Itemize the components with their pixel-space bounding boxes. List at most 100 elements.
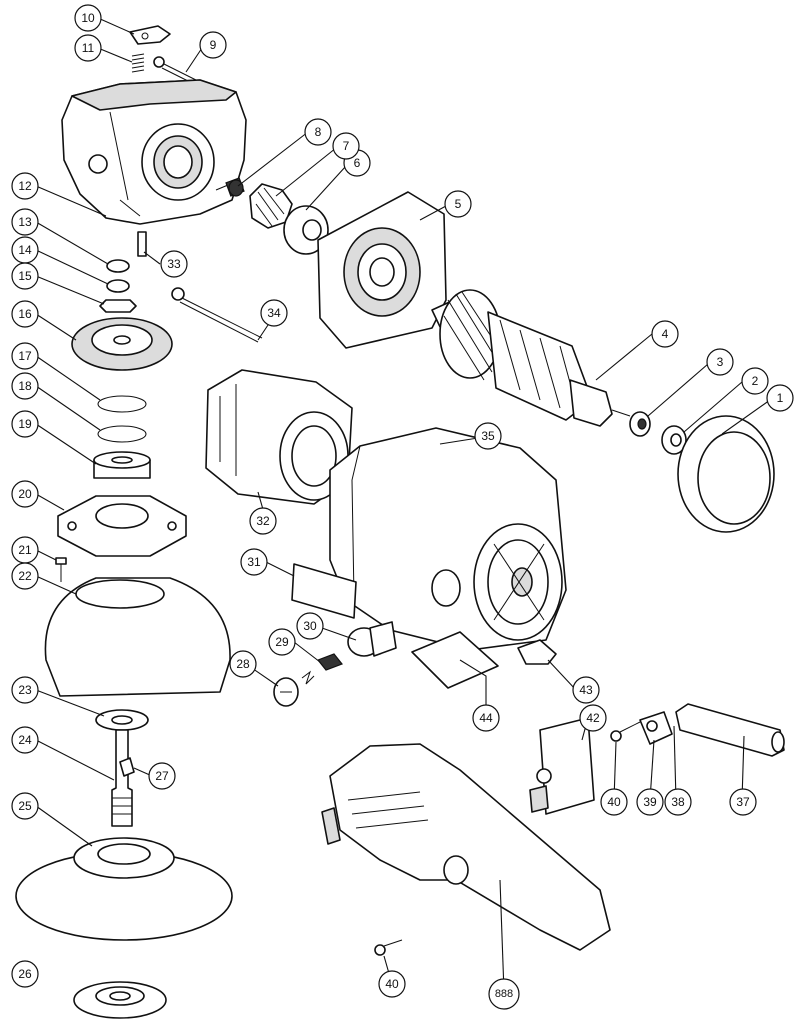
svg-text:24: 24 bbox=[18, 733, 32, 747]
svg-text:21: 21 bbox=[18, 543, 32, 557]
svg-text:11: 11 bbox=[82, 41, 95, 55]
part-6-bearing bbox=[283, 205, 329, 255]
part-15-nut bbox=[99, 299, 137, 313]
svg-text:5: 5 bbox=[455, 197, 462, 211]
svg-text:32: 32 bbox=[256, 514, 270, 528]
part-30-brush-holder bbox=[347, 621, 397, 657]
svg-text:3: 3 bbox=[717, 355, 724, 369]
part-27-key bbox=[119, 757, 135, 777]
svg-text:35: 35 bbox=[481, 429, 495, 443]
part-34-screw bbox=[171, 287, 263, 343]
part-28-brush-cap bbox=[273, 677, 299, 707]
svg-text:4: 4 bbox=[662, 327, 669, 341]
part-3-washer bbox=[629, 411, 651, 437]
callout-32: 32 bbox=[249, 507, 277, 535]
part-11-spring bbox=[131, 53, 145, 73]
part-21-screw bbox=[55, 557, 67, 582]
gear-housing bbox=[61, 79, 247, 225]
callout-22: 22 bbox=[11, 562, 39, 590]
svg-text:23: 23 bbox=[18, 683, 32, 697]
callout-40-lower: 40 bbox=[378, 970, 406, 998]
svg-text:40: 40 bbox=[607, 795, 621, 809]
part-26-lock-nut bbox=[73, 981, 167, 1019]
callout-8: 8 bbox=[304, 118, 332, 146]
part-17-circlip bbox=[97, 395, 147, 413]
callout-13: 13 bbox=[11, 208, 39, 236]
part-33-pin bbox=[137, 231, 147, 257]
part-7-pinion bbox=[249, 183, 293, 229]
callout-19: 19 bbox=[11, 410, 39, 438]
callout-10: 10 bbox=[74, 4, 102, 32]
callout-3: 3 bbox=[706, 348, 734, 376]
svg-text:888: 888 bbox=[495, 988, 513, 1000]
callout-14: 14 bbox=[11, 236, 39, 264]
svg-text:39: 39 bbox=[643, 795, 657, 809]
callout-11: 11 bbox=[74, 34, 102, 62]
svg-text:18: 18 bbox=[18, 379, 32, 393]
callout-40-upper: 40 bbox=[600, 788, 628, 816]
callout-18: 18 bbox=[11, 372, 39, 400]
callout-34: 34 bbox=[260, 299, 288, 327]
part-4-armature bbox=[431, 289, 631, 427]
part-42-switch bbox=[529, 717, 595, 815]
part-8-bearing bbox=[228, 179, 244, 197]
svg-text:6: 6 bbox=[354, 156, 361, 170]
svg-text:27: 27 bbox=[155, 769, 169, 783]
part-19-bearing bbox=[93, 451, 151, 479]
svg-text:14: 14 bbox=[18, 243, 32, 257]
svg-text:34: 34 bbox=[267, 306, 281, 320]
callout-24: 24 bbox=[11, 726, 39, 754]
svg-text:20: 20 bbox=[18, 487, 32, 501]
svg-text:1: 1 bbox=[777, 391, 784, 405]
callout-15: 15 bbox=[11, 262, 39, 290]
callout-5: 5 bbox=[444, 190, 472, 218]
svg-text:2: 2 bbox=[752, 374, 759, 388]
callout-29: 29 bbox=[268, 628, 296, 656]
callout-35: 35 bbox=[474, 422, 502, 450]
callout-39: 39 bbox=[636, 788, 664, 816]
part-888-rear-handle bbox=[321, 743, 611, 951]
callout-1: 1 bbox=[766, 384, 794, 412]
part-22-wheel-guard bbox=[44, 577, 231, 697]
leader-lines bbox=[35, 17, 771, 993]
part-24-spindle bbox=[111, 729, 133, 827]
svg-text:9: 9 bbox=[210, 38, 217, 52]
callout-12: 12 bbox=[11, 172, 39, 200]
svg-text:37: 37 bbox=[736, 795, 750, 809]
svg-text:29: 29 bbox=[275, 635, 289, 649]
callout-33: 33 bbox=[160, 250, 188, 278]
part-10-button bbox=[129, 25, 171, 45]
callout-43: 43 bbox=[572, 676, 600, 704]
svg-text:17: 17 bbox=[18, 349, 32, 363]
callout-37: 37 bbox=[729, 788, 757, 816]
callout-4: 4 bbox=[651, 320, 679, 348]
part-14-washer bbox=[106, 279, 130, 293]
part-16-gear bbox=[71, 317, 173, 371]
svg-text:43: 43 bbox=[579, 683, 593, 697]
svg-text:33: 33 bbox=[167, 257, 181, 271]
part-29-carbon-brush bbox=[301, 653, 343, 685]
callout-38: 38 bbox=[664, 788, 692, 816]
callout-9: 9 bbox=[199, 31, 227, 59]
part-39-lever bbox=[639, 711, 673, 745]
callout-888: 888 bbox=[488, 978, 520, 1010]
callout-2: 2 bbox=[741, 367, 769, 395]
callout-17: 17 bbox=[11, 342, 39, 370]
part-2-bearing bbox=[661, 425, 687, 455]
part-35-motor-housing bbox=[329, 427, 567, 651]
part-18-circlip bbox=[97, 425, 147, 443]
svg-text:26: 26 bbox=[18, 967, 32, 981]
svg-text:22: 22 bbox=[18, 569, 32, 583]
svg-text:38: 38 bbox=[671, 795, 685, 809]
svg-text:28: 28 bbox=[236, 657, 250, 671]
part-25-grinding-wheel bbox=[15, 837, 233, 941]
callout-42: 42 bbox=[579, 704, 607, 732]
callout-27: 27 bbox=[148, 762, 176, 790]
part-44-label bbox=[411, 631, 499, 689]
part-13-washer bbox=[106, 259, 130, 273]
svg-text:10: 10 bbox=[81, 11, 95, 25]
callout-25: 25 bbox=[11, 792, 39, 820]
svg-text:44: 44 bbox=[479, 711, 493, 725]
part-31-label bbox=[291, 563, 357, 619]
